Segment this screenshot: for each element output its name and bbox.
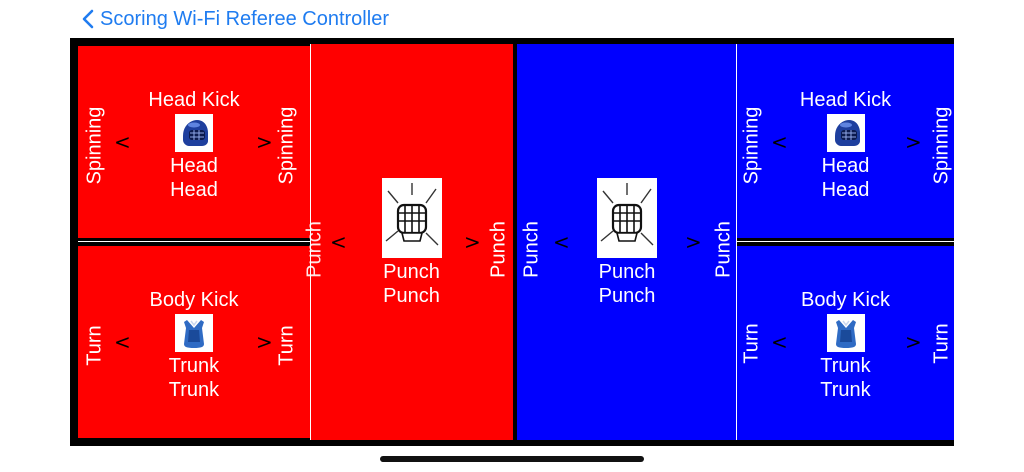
red-head-line2: Head [170,179,218,201]
red-punch-panel[interactable]: Punch < Punch Punch > Punch [304,44,513,440]
red-punch-left-arrow[interactable]: < [330,230,347,254]
red-head-kick-panel[interactable]: Spinning < Head Kick Head Head > Spinnin… [78,46,310,238]
back-button[interactable]: Scoring Wi-Fi Referee Controller [80,6,389,32]
red-head-left-arrow[interactable]: < [114,130,131,154]
blue-punch-left-arrow[interactable]: < [553,230,570,254]
red-panel-separator [310,44,311,440]
blue-punch-right-label[interactable]: Punch [712,221,735,278]
blue-body-right-arrow[interactable]: > [905,330,922,354]
blue-head-line1: Head [821,155,870,177]
red-punch-line2: Punch [383,285,440,307]
blue-panel-separator [736,44,737,440]
red-punch-left-label[interactable]: Punch [303,221,326,278]
red-head-right-label[interactable]: Spinning [275,106,298,185]
blue-body-kick-panel[interactable]: Turn < Body Kick Trunk Trunk > Turn [737,246,954,440]
red-body-kick-title: Body Kick [149,289,239,311]
red-body-line2: Trunk [168,379,220,401]
blue-head-kick-title: Head Kick [799,89,892,111]
red-head-kick-title: Head Kick [148,89,240,111]
blue-row-separator [737,241,954,242]
red-punch-right-arrow[interactable]: > [464,230,481,254]
blue-head-kick-panel[interactable]: Spinning < Head Kick Head Head > Spinnin… [737,44,954,238]
helmet-icon [175,114,213,152]
red-punch-right-label[interactable]: Punch [487,221,510,278]
scoring-board: Spinning < Head Kick Head Head > Spinnin… [70,38,954,446]
chevron-left-icon [82,9,94,29]
blue-punch-line1: Punch [598,261,656,283]
blue-head-right-label[interactable]: Spinning [930,106,953,185]
fist-icon [381,178,442,258]
blue-body-left-arrow[interactable]: < [771,330,788,354]
red-row-separator [78,241,310,242]
blue-body-line1: Trunk [820,355,871,377]
blue-punch-left-label[interactable]: Punch [520,221,543,278]
blue-body-left-label[interactable]: Turn [740,323,763,364]
blue-body-line2: Trunk [820,379,871,401]
red-punch-line1: Punch [383,261,440,283]
blue-head-left-label[interactable]: Spinning [740,106,763,185]
blue-punch-panel[interactable]: Punch < Punch Punch > Punch [517,44,737,440]
blue-head-line2: Head [821,179,870,201]
red-body-left-label[interactable]: Turn [83,325,106,366]
blue-body-kick-title: Body Kick [801,289,890,311]
red-head-right-arrow[interactable]: > [256,130,273,154]
red-body-left-arrow[interactable]: < [114,330,131,354]
red-body-right-label[interactable]: Turn [275,325,298,366]
blue-punch-right-arrow[interactable]: > [685,230,702,254]
blue-head-left-arrow[interactable]: < [771,130,788,154]
fist-icon [597,178,657,258]
red-head-left-label[interactable]: Spinning [83,106,106,185]
trunk-protector-icon [175,314,213,352]
red-head-line1: Head [170,155,218,177]
back-label: Scoring Wi-Fi Referee Controller [100,7,389,30]
blue-punch-line2: Punch [598,285,656,307]
blue-head-right-arrow[interactable]: > [905,130,922,154]
trunk-protector-icon [826,314,865,352]
home-indicator[interactable] [380,456,644,462]
red-body-right-arrow[interactable]: > [256,330,273,354]
red-body-line1: Trunk [168,355,220,377]
blue-body-right-label[interactable]: Turn [930,323,953,364]
helmet-icon [826,114,865,152]
red-body-kick-panel[interactable]: Turn < Body Kick Trunk Trunk > Turn [78,246,310,438]
